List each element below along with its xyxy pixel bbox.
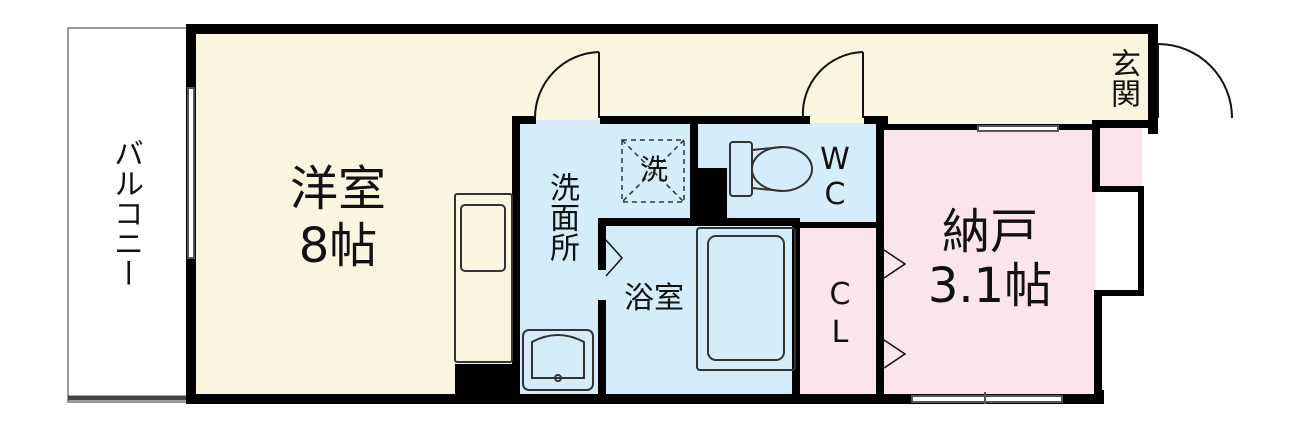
washer-space — [621, 139, 685, 203]
cl-floor — [800, 225, 880, 400]
balcony-label: バルコニー — [108, 138, 143, 288]
closet-label-c: C — [829, 277, 851, 312]
entrance-label: 玄関 — [1105, 48, 1140, 108]
closet-label-l: L — [831, 315, 849, 350]
western-room-size: 8帖 — [298, 218, 378, 274]
bathtub — [696, 227, 796, 371]
doors — [534, 43, 1233, 369]
western-room-name: 洋室 — [289, 161, 386, 217]
storage-room-size: 3.1帖 — [927, 258, 1053, 314]
entrance-floor — [1096, 30, 1148, 128]
toilet-floor — [697, 123, 879, 222]
washroom-label: 洗面所 — [544, 172, 579, 262]
toilet-label-w: W — [820, 142, 850, 177]
storage-room-name: 納戸 — [941, 204, 1038, 260]
bathroom-label: 浴室 — [624, 281, 684, 316]
washer-space-label: 洗 — [639, 153, 668, 186]
storage-floor — [880, 130, 1095, 400]
fixtures — [454, 139, 813, 391]
windows — [187, 87, 1063, 404]
kitchen-counter — [454, 193, 513, 363]
storage-top-floor — [1098, 128, 1142, 188]
sink — [522, 329, 594, 391]
toilet-label-c: C — [824, 177, 846, 212]
balcony — [67, 27, 193, 403]
